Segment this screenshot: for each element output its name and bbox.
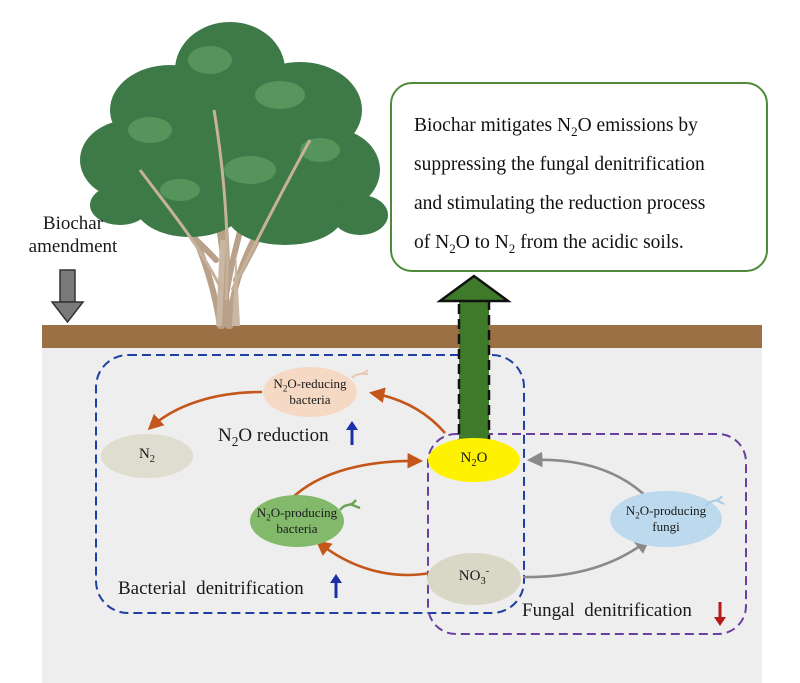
- biochar-amendment-label: Biochar amendment: [18, 212, 128, 258]
- fungal-denitrification-label: Fungal denitrification: [522, 600, 692, 621]
- biochar-label-line1: Biochar: [42, 213, 104, 234]
- callout-line2: suppressing the fungal denitrification: [414, 154, 705, 175]
- callout-line4: of N2O to N2 from the acidic soils.: [414, 232, 684, 256]
- bacterial-denitrification-box: [95, 354, 525, 614]
- up-arrow-icon: [330, 574, 342, 598]
- down-arrow-icon: [714, 602, 726, 626]
- fungal-denitrification-box: [427, 433, 747, 635]
- n2o-reducing-bacteria-label: N2O-reducing bacteria: [273, 376, 347, 407]
- no3-label: NO3-: [458, 566, 490, 587]
- n2o-node: [428, 438, 520, 482]
- n2o-producing-fungi-label: N2O-producing fungi: [625, 503, 707, 534]
- arrow-fungi-to-n2o: [526, 451, 651, 501]
- n2o-reducing-bacteria-node: [263, 367, 357, 417]
- callout-line1: Biochar mitigates N2O emissions by: [414, 115, 698, 139]
- arrow-no3-to-fungi: [522, 538, 651, 579]
- n2-label: N2: [138, 446, 156, 465]
- up-arrow-icon: [346, 421, 358, 445]
- n2o-reduction-label: N2O reduction: [218, 425, 329, 449]
- arrow-reducing-bacteria-to-n2: [147, 390, 263, 431]
- arrow-producing-bacteria-to-n2o: [289, 452, 424, 501]
- no3-node: [427, 553, 521, 605]
- arrow-n2o-to-reducing-bacteria: [368, 387, 446, 434]
- arrow-no3-to-producing-bacteria: [315, 540, 431, 577]
- n2o-emission-arrow: [436, 274, 512, 444]
- summary-callout: Biochar mitigates N2O emissions by suppr…: [390, 82, 768, 272]
- down-arrow-icon: [50, 269, 85, 324]
- n2o-producing-fungi-node: [610, 491, 722, 547]
- callout-line3: and stimulating the reduction process: [414, 193, 706, 214]
- n2o-label: N2O: [460, 450, 488, 469]
- n2o-producing-bacteria-node: [250, 495, 344, 547]
- biochar-label-line2: amendment: [28, 236, 118, 257]
- bacterial-denitrification-label: Bacterial denitrification: [118, 578, 304, 599]
- n2-node: [101, 434, 193, 478]
- soil-surface: [42, 325, 762, 348]
- tree-icon: [80, 22, 388, 329]
- n2o-producing-bacteria-label: N2O-producing bacteria: [256, 505, 338, 536]
